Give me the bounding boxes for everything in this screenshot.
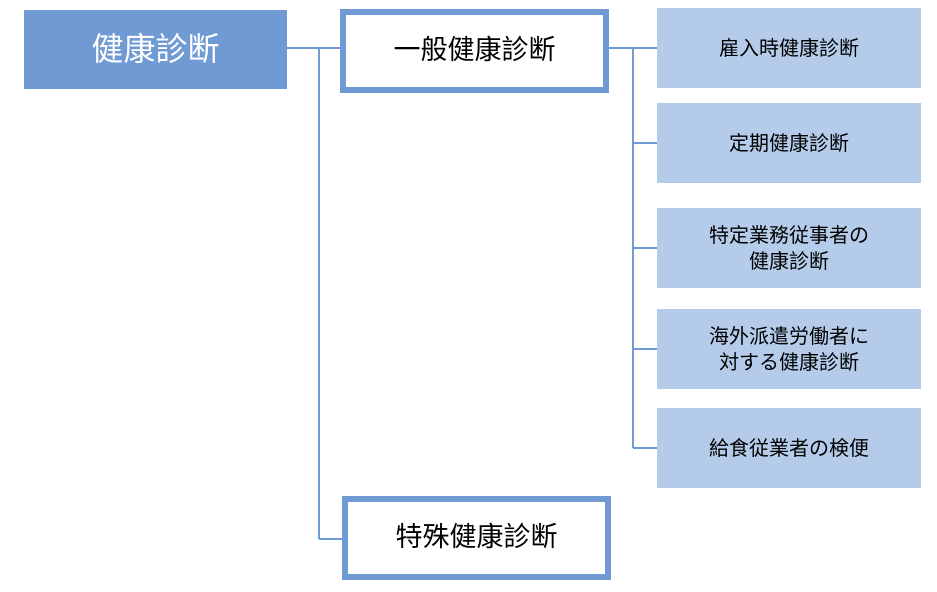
leaf-node-hiring-checkup: 雇入時健康診断 [657, 8, 921, 88]
leaf-node-food-worker-stool-test: 給食従業者の検便 [657, 408, 921, 488]
node-general-health-checkup: 一般健康診断 [340, 9, 609, 93]
leaf-node-label: 定期健康診断 [729, 131, 849, 155]
leaf-node-periodic-checkup: 定期健康診断 [657, 103, 921, 183]
leaf-node-label: 給食従業者の検便 [709, 436, 869, 460]
leaf-node-overseas-worker-checkup: 海外派遣労働者に 対する健康診断 [657, 309, 921, 389]
root-node-label: 健康診断 [91, 29, 220, 68]
leaf-node-label: 雇入時健康診断 [719, 36, 859, 60]
special-node-label: 特殊健康診断 [395, 522, 558, 554]
node-special-health-checkup: 特殊健康診断 [342, 496, 611, 580]
general-node-label: 一般健康診断 [393, 35, 556, 67]
root-node-health-checkup: 健康診断 [24, 10, 287, 89]
leaf-node-specific-duty-checkup: 特定業務従事者の 健康診断 [657, 208, 921, 288]
leaf-node-label: 特定業務従事者の 健康診断 [709, 223, 869, 273]
leaf-node-label: 海外派遣労働者に 対する健康診断 [709, 324, 869, 374]
